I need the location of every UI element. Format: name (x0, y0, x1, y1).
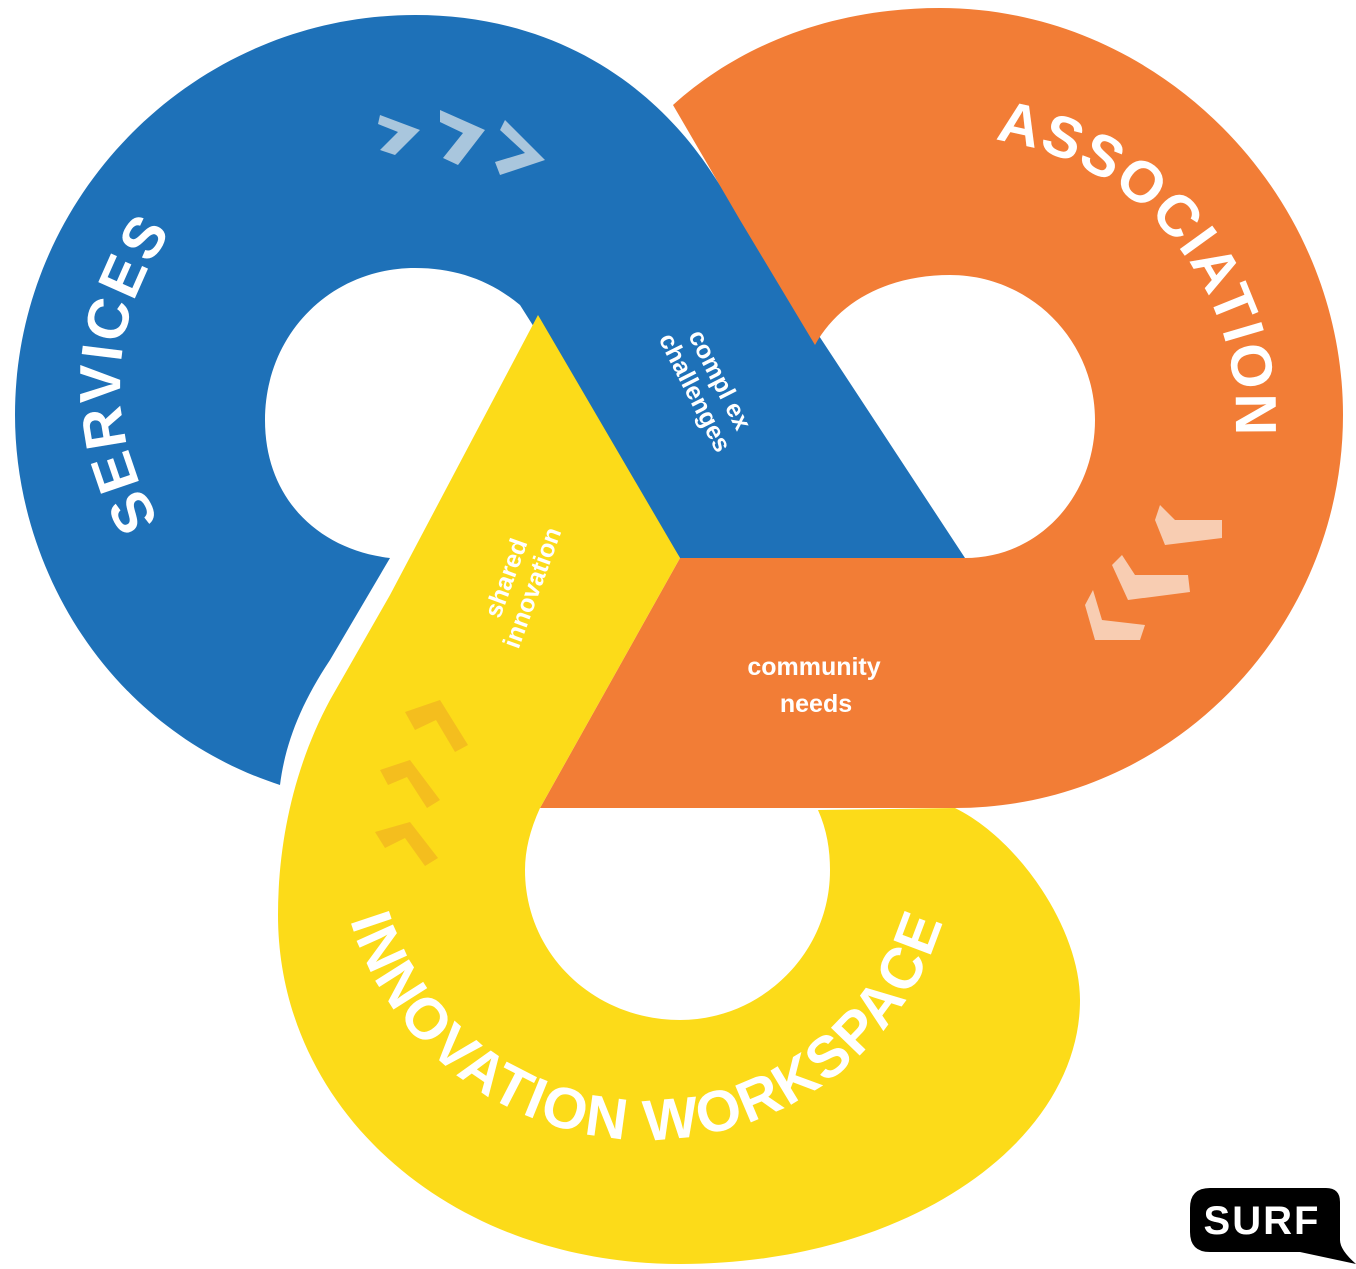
services-ring (15, 15, 965, 785)
surf-logo-text: SURF (1204, 1199, 1321, 1243)
association-loop (540, 8, 1343, 808)
community-needs-label: community needs (747, 653, 880, 718)
innovation-loop (278, 315, 1080, 1264)
surf-logo: SURF (1190, 1188, 1356, 1264)
chevron-right-icon (378, 115, 420, 155)
chevron-up-icon (375, 822, 438, 866)
chevron-right-icon (495, 120, 545, 175)
chevron-down-left-icon (1112, 555, 1190, 600)
surf-logo-bubble (1190, 1188, 1356, 1264)
innovation-chevrons (375, 700, 468, 866)
chevron-down-left-icon (1085, 590, 1145, 640)
services-loop (15, 15, 965, 785)
chevron-up-icon (405, 700, 468, 752)
chevron-down-left-icon (1155, 505, 1222, 545)
association-ring (540, 8, 1343, 808)
services-chevrons (378, 110, 545, 175)
community-needs-line-2: needs (780, 690, 852, 718)
chevron-up-icon (380, 760, 440, 808)
innovation-ring (278, 315, 1080, 1264)
chevron-right-icon (440, 110, 485, 165)
community-needs-line-1: community (747, 653, 880, 681)
association-chevrons (1085, 505, 1222, 640)
